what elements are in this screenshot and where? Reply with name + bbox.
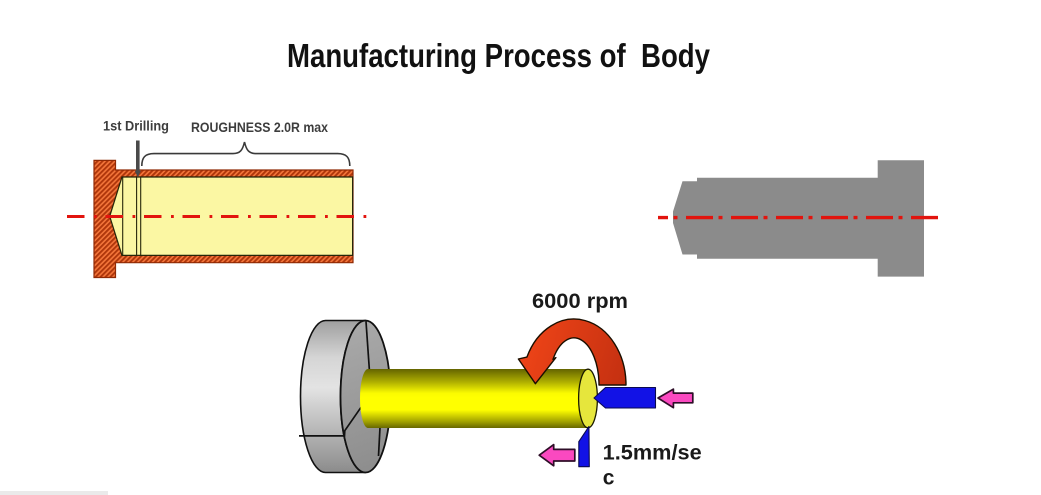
svg-text:6000 rpm: 6000 rpm (532, 290, 628, 313)
svg-text:c: c (603, 467, 615, 490)
svg-text:1.5mm/se: 1.5mm/se (603, 442, 702, 465)
svg-text:ROUGHNESS 2.0R max: ROUGHNESS 2.0R max (191, 119, 328, 135)
svg-text:1st Drilling: 1st Drilling (103, 118, 169, 134)
svg-text:Manufacturing Process of Body: Manufacturing Process of Body (287, 37, 711, 74)
